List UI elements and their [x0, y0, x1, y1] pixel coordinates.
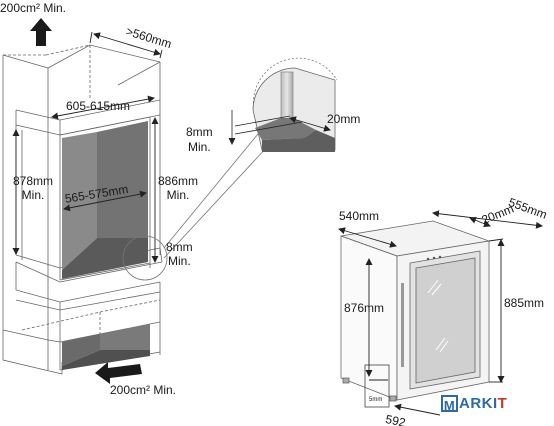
bottom-gap-min: Min. — [168, 254, 191, 268]
top-gap-min: Min. — [188, 140, 211, 154]
vent-top-arrow — [30, 18, 52, 46]
total-depth-label: 592 — [384, 412, 407, 426]
appliance-height-front: 876mm — [344, 301, 385, 315]
markit-logo: M ARKI T — [441, 394, 508, 413]
appliance-width-label: 540mm — [339, 209, 380, 223]
vent-bottom-label: 200cm² Min. — [110, 383, 177, 397]
callout-circles — [122, 57, 338, 281]
cabinet-height-left-value: 878mm — [12, 174, 53, 188]
logo-boxed-letter: M — [441, 394, 458, 413]
appliance-height-side: 885mm — [504, 296, 545, 310]
cabinet-height-right-min: Min. — [166, 188, 190, 202]
logo-last-letter: T — [497, 394, 508, 412]
vent-top-label: 200cm² Min. — [0, 1, 67, 15]
appliance-dimensions — [338, 210, 543, 416]
cabinet-height-right-value: 886mm — [157, 174, 198, 188]
opening-width-label: 605-615mm — [66, 99, 131, 113]
vent-bottom-arrow — [95, 362, 142, 384]
top-gap-detail — [228, 67, 336, 152]
bottom-gap-value: 8mm — [166, 240, 193, 254]
lower-recess — [62, 324, 150, 370]
foot-gap-label: 5mm — [369, 397, 383, 403]
top-gap-value: 8mm — [186, 125, 213, 139]
logo-middle: ARKI — [459, 394, 498, 412]
top-gap-depth: 20mm — [327, 112, 361, 126]
cabinet-height-left-min: Min. — [21, 188, 45, 202]
